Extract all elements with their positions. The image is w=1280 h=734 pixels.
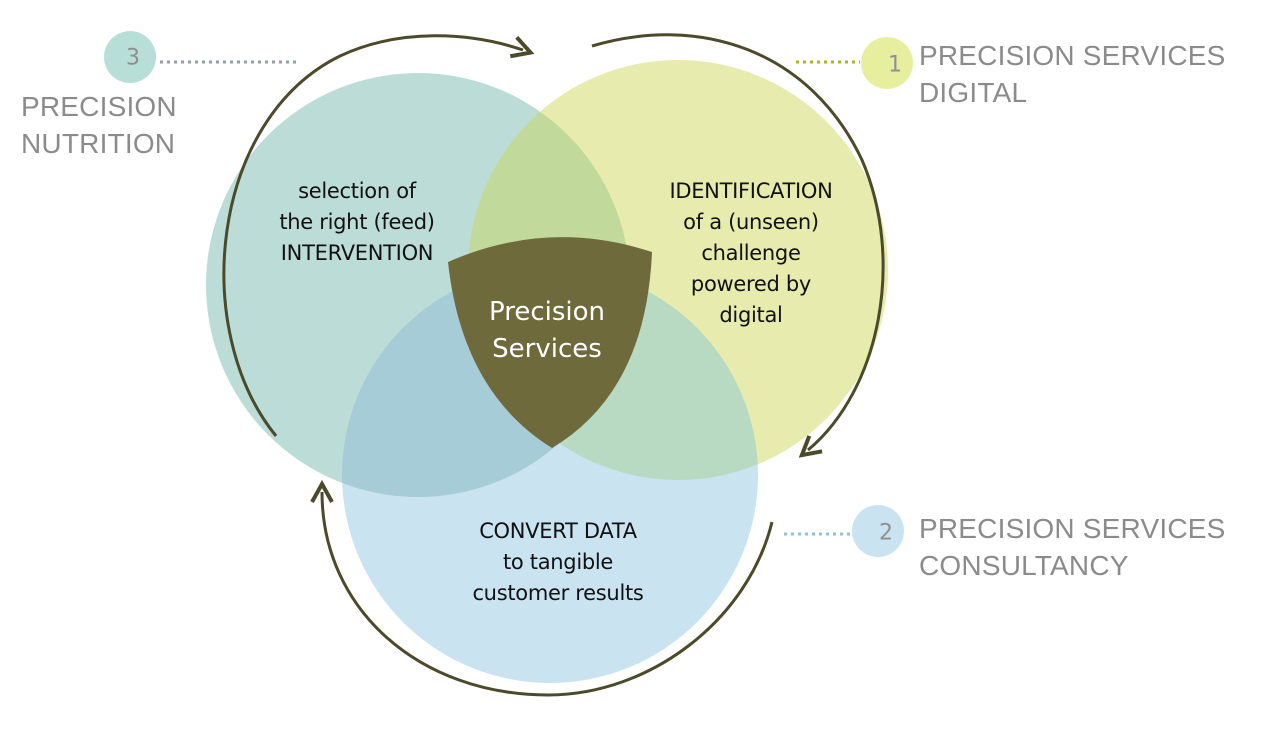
badge-nutrition-number: 3: [126, 46, 140, 71]
digital-circle-text: IDENTIFICATION of a (unseen) challenge p…: [669, 179, 833, 327]
arrow-bottom: [322, 492, 774, 697]
consultancy-circle-text: CONVERT DATA to tangible customer result…: [472, 519, 644, 605]
badge-digital-number: 1: [888, 53, 902, 78]
nutrition-circle-text: selection of the right (feed) INTERVENTI…: [279, 179, 435, 265]
center-shield: [448, 237, 652, 448]
legend-label-nutrition: PRECISION NUTRITION: [21, 91, 177, 159]
arrow-top-right: [591, 33, 885, 450]
arrow-top-left: [222, 34, 523, 437]
badge-consultancy: 2: [852, 505, 904, 557]
center-label: Precision Services: [488, 297, 605, 364]
badge-nutrition: 3: [104, 31, 156, 83]
badge-consultancy-number: 2: [879, 521, 893, 546]
badge-digital: 1: [861, 37, 913, 89]
legend-label-digital: PRECISION SERVICES DIGITAL: [919, 40, 1226, 108]
legend-label-consultancy: PRECISION SERVICES CONSULTANCY: [919, 513, 1226, 581]
